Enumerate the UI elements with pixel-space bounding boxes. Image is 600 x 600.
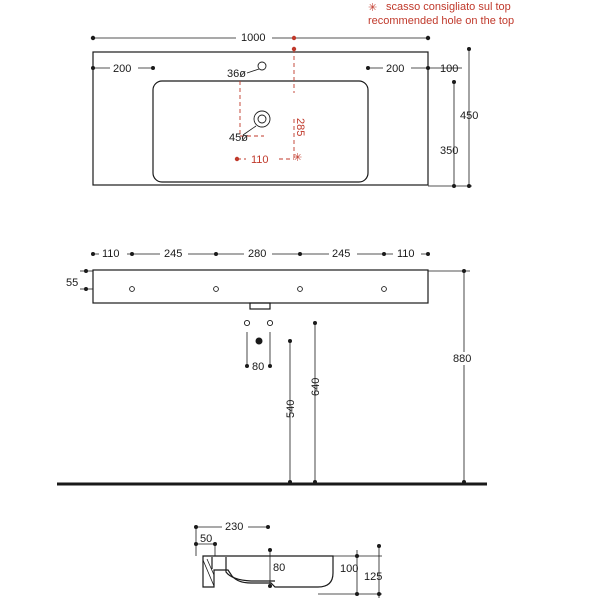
legend-star-icon: ✳ <box>368 2 377 14</box>
dim-dot <box>452 80 456 84</box>
dim-dot <box>288 339 292 343</box>
label-bg <box>393 248 421 260</box>
fixing-hole <box>129 286 135 292</box>
label-bg <box>452 352 476 365</box>
dim-dot <box>245 364 249 368</box>
dim-dot <box>130 252 134 256</box>
label-bg <box>329 248 357 260</box>
dim-dot <box>90 35 96 41</box>
dim-dot <box>377 592 381 596</box>
height-540-label: 540 <box>285 400 297 418</box>
drain-hole <box>255 337 263 345</box>
drain-inner <box>257 114 267 124</box>
height-total-label: 880 <box>453 353 471 365</box>
basin-outline <box>152 80 369 183</box>
dim-dot <box>298 252 302 256</box>
fixing-hole <box>213 286 219 292</box>
dim-dot <box>426 252 430 256</box>
dim-dot <box>84 269 88 273</box>
hatch <box>202 559 215 587</box>
dim-edge-label: 100 <box>440 63 458 75</box>
label-bg <box>244 248 272 260</box>
leader-line <box>242 125 257 136</box>
side-inner <box>211 557 275 582</box>
star-icon: ✳ <box>293 152 302 164</box>
center-depth-label: 285 <box>294 118 306 136</box>
segment-label: 110 <box>102 248 120 260</box>
front-view: 110 245 280 245 110 55 80 <box>57 248 487 486</box>
wall-hole <box>243 319 251 327</box>
dim-dot <box>355 554 359 558</box>
dim-left-label: 200 <box>113 63 131 75</box>
drain-outlet <box>249 302 271 310</box>
dim-dot <box>467 47 471 51</box>
hatch <box>206 558 215 576</box>
dim-dot <box>151 66 155 70</box>
legend-line-2: recommended hole on the top <box>368 15 514 27</box>
legend: ✳ scasso consigliato sul top recommended… <box>368 1 514 27</box>
segment-label: 245 <box>332 248 350 260</box>
leader-line <box>246 68 260 74</box>
segment-label: 280 <box>248 248 266 260</box>
label-bg <box>246 153 276 166</box>
height-125-label: 125 <box>364 571 382 583</box>
height-100-label: 100 <box>340 563 358 575</box>
dim-dot <box>366 66 370 70</box>
side-view: 230 50 80 100 125 <box>194 520 382 598</box>
label-bg <box>160 248 188 260</box>
height-640-label: 640 <box>310 378 322 396</box>
legend-line-1: scasso consigliato sul top <box>386 1 511 13</box>
wall-hole <box>266 319 274 327</box>
top-view: 1000 200 200 100 36ø 45ø <box>90 30 478 188</box>
dim-dot <box>84 287 88 291</box>
dim-dot <box>268 364 272 368</box>
label-bg <box>383 62 411 74</box>
dim-dot <box>462 269 466 273</box>
label-bg <box>110 62 138 74</box>
dim-dot <box>268 548 272 552</box>
segment-label: 245 <box>164 248 182 260</box>
depth-80-label: 80 <box>273 562 285 574</box>
width-50-label: 50 <box>200 533 212 545</box>
dim-dot <box>91 66 95 70</box>
drain-label: 45ø <box>229 132 248 144</box>
drain-spacing-label: 80 <box>252 361 264 373</box>
hole-spacing-label: 110 <box>251 154 269 166</box>
fixing-hole <box>381 286 387 292</box>
dim-dot <box>91 252 95 256</box>
front-slab <box>92 269 429 304</box>
dim-dot <box>313 321 317 325</box>
dim-dot <box>425 35 431 41</box>
width-230-label: 230 <box>225 521 243 533</box>
dim-right-label: 200 <box>386 63 404 75</box>
dim-width-label: 1000 <box>241 32 265 44</box>
thickness-label: 55 <box>66 277 78 289</box>
tap-hole-label: 36ø <box>227 68 246 80</box>
red-dot <box>234 156 240 162</box>
dim-dot <box>382 252 386 256</box>
label-bg <box>222 520 248 532</box>
dim-dot <box>377 544 381 548</box>
tap-hole <box>257 61 267 71</box>
dim-dot <box>214 252 218 256</box>
dim-dot <box>268 584 272 588</box>
red-dot <box>291 35 297 41</box>
top-outline <box>92 51 429 186</box>
depth-total-label: 450 <box>460 110 478 122</box>
label-bg <box>99 248 127 260</box>
depth-basin-label: 350 <box>440 145 458 157</box>
label-bg <box>236 30 272 44</box>
label-bg <box>286 93 300 119</box>
dim-dot <box>355 592 359 596</box>
dim-dot <box>266 525 270 529</box>
segment-label: 110 <box>397 248 415 260</box>
side-profile <box>202 555 334 588</box>
fixing-hole <box>297 286 303 292</box>
